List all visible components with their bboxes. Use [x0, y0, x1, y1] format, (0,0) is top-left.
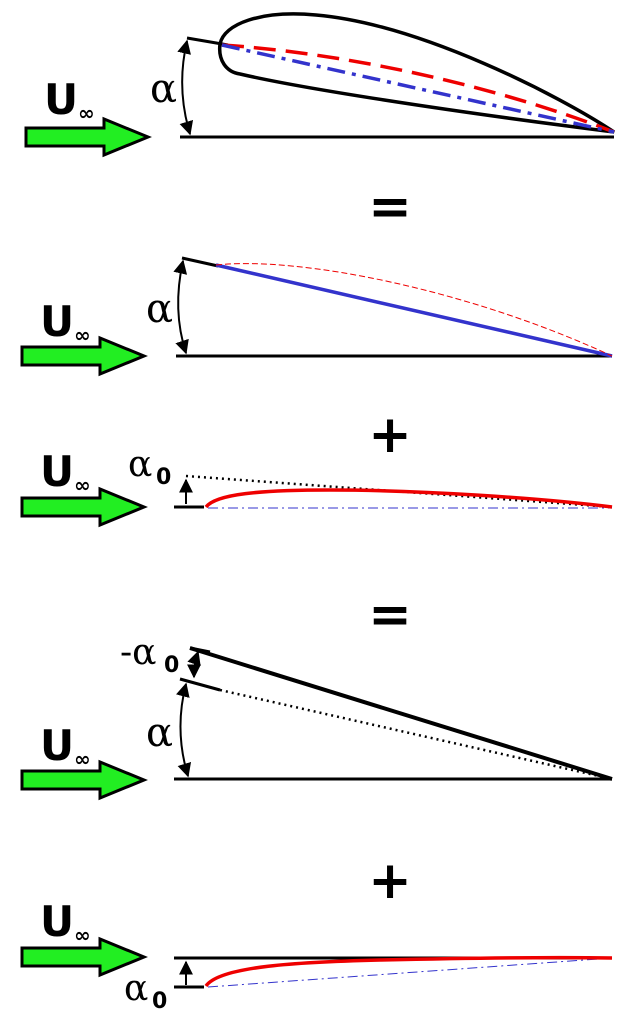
alpha0-subscript: 0 [156, 465, 171, 490]
camber-ghost-line [215, 263, 613, 357]
freestream-label: U [40, 297, 74, 346]
plus-sign-2: + [368, 851, 412, 911]
freestream-label: U [40, 897, 74, 946]
plate-extension [189, 646, 211, 654]
freestream-subscript: ∞ [74, 923, 91, 947]
alpha0-label: α [124, 968, 148, 1009]
freestream-subscript: ∞ [74, 473, 91, 497]
freestream-label: U [40, 447, 74, 496]
neg-alpha0-subscript: 0 [164, 653, 179, 678]
freestream-arrow [20, 759, 148, 801]
plus-sign-1: + [368, 405, 412, 465]
alpha-label: α [146, 286, 173, 332]
alpha-label: α [146, 710, 173, 756]
panel-airfoil: U ∞ α [24, 12, 615, 158]
camber-line [204, 488, 613, 509]
flat-plate-line [215, 263, 613, 358]
freestream-subscript: ∞ [74, 323, 91, 347]
chord-line [221, 43, 615, 134]
panel-zero-lift: U ∞ -α 0 α [20, 632, 613, 801]
chord-line [207, 957, 613, 988]
panel-camber: U ∞ α 0 [20, 444, 613, 528]
zero-lift-line [219, 688, 613, 781]
freestream-label: U [44, 75, 78, 124]
alpha-angle-arc [173, 259, 189, 355]
chord-extension [181, 256, 219, 268]
plate-line [189, 646, 613, 781]
camber-line [221, 43, 615, 134]
panel-flat-plate: U ∞ α [20, 256, 613, 377]
equals-sign-2: = [368, 585, 412, 645]
neg-alpha0-label: -α [120, 632, 156, 673]
neg-alpha0-angle-arc [187, 650, 202, 679]
equals-sign-1: = [368, 177, 412, 237]
freestream-subscript: ∞ [74, 747, 91, 771]
freestream-arrow [24, 116, 152, 158]
alpha-angle-arc [176, 682, 192, 778]
alpha0-subscript: 0 [152, 989, 167, 1014]
zero-lift-extension [179, 677, 221, 692]
camber-line [204, 955, 613, 988]
freestream-arrow [20, 936, 148, 978]
freestream-arrow [20, 486, 148, 528]
zero-lift-line [185, 474, 613, 509]
alpha-angle-arc [177, 39, 194, 136]
alpha0-label: α [128, 444, 152, 485]
panel-camber-alpha0: U ∞ α 0 [20, 897, 613, 1014]
freestream-subscript: ∞ [78, 101, 95, 125]
alpha-label: α [150, 66, 177, 112]
freestream-arrow [20, 335, 148, 377]
freestream-label: U [40, 721, 74, 770]
airfoil-outline [217, 12, 615, 134]
